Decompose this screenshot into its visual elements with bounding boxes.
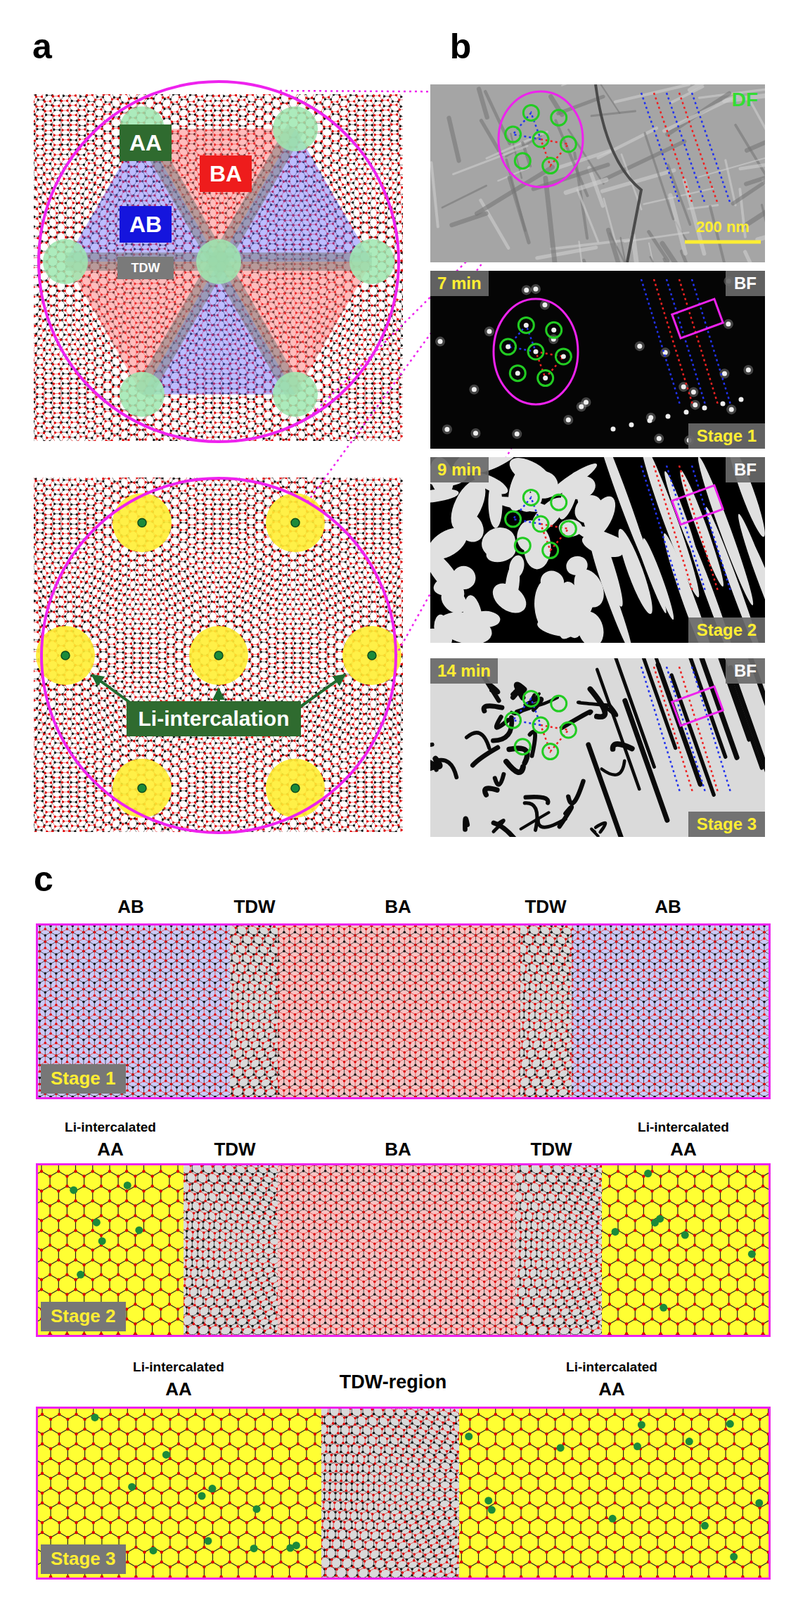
region-heading: AA <box>670 1139 697 1160</box>
stacking-region <box>601 1162 771 1337</box>
micrograph <box>430 270 765 449</box>
stacking-region <box>459 1406 771 1580</box>
panel-letter: c <box>33 859 54 899</box>
imaging-mode: BF <box>725 658 765 684</box>
region-heading: BA <box>384 1139 412 1160</box>
stacking-region <box>520 923 572 1099</box>
stacking-region <box>35 1406 322 1580</box>
micrograph-overlay <box>505 666 731 792</box>
stacking-region <box>321 1406 460 1580</box>
time-stamp: 7 min <box>430 270 489 297</box>
stage-label: Stage 1 <box>40 1063 126 1094</box>
stacking-label-box: BA <box>199 155 252 193</box>
time-stamp: 14 min <box>430 658 498 684</box>
stacking-band: Stage 3 <box>35 1406 771 1580</box>
stage-label: Stage 3 <box>688 811 765 837</box>
stacking-region <box>35 923 230 1099</box>
zoom-circle <box>41 478 396 833</box>
pointer-arrow <box>295 674 346 711</box>
imaging-mode: BF <box>725 270 765 297</box>
micrograph-overlay <box>498 91 731 204</box>
region-heading: AA <box>165 1378 192 1400</box>
region-note: Li-intercalated <box>64 1120 157 1135</box>
region-heading: AA <box>598 1378 626 1400</box>
stage-label: Stage 1 <box>688 423 765 449</box>
stacking-region <box>571 923 771 1099</box>
region-note: Li-intercalated <box>637 1120 730 1135</box>
stacking-region <box>183 1162 278 1337</box>
scale-bar <box>684 240 761 244</box>
region-heading: TDW <box>524 896 567 917</box>
imaging-mode: DF <box>731 88 758 112</box>
time-stamp: 9 min <box>430 457 489 483</box>
panel-letter: b <box>449 27 472 67</box>
micrograph-panel: 14 min BF Stage 3 <box>430 658 765 837</box>
region-heading: AB <box>654 896 682 917</box>
stacking-band: Stage 1 <box>35 923 771 1099</box>
micrograph <box>430 84 765 263</box>
stacking-band: Stage 2 <box>35 1162 771 1337</box>
intercalation-label-box: Li-intercalation <box>126 701 301 737</box>
micrograph-overlay <box>505 465 731 591</box>
intercalation-illustration <box>23 466 415 844</box>
micrograph-panel: 7 min BF Stage 1 <box>430 270 765 449</box>
region-heading: AB <box>117 896 145 917</box>
region-heading: BA <box>384 896 412 917</box>
micrograph <box>430 658 765 837</box>
panel-letter: a <box>32 27 53 67</box>
micrograph-panel: 9 min BF Stage 2 <box>430 457 765 643</box>
zoom-circle <box>38 81 399 442</box>
region-note: Li-intercalated <box>132 1359 225 1375</box>
stage-label: Stage 2 <box>688 617 765 643</box>
stacking-region <box>35 1162 184 1337</box>
box-label: AA <box>129 130 162 157</box>
stage-label: Stage 3 <box>40 1544 126 1574</box>
scale-bar-label: 200 nm <box>696 217 750 236</box>
stacking-label-box: AA <box>119 124 172 162</box>
micrograph <box>430 457 765 643</box>
micrograph-panel: DF 200 nm <box>430 84 765 263</box>
box-label: Li-intercalation <box>137 706 289 732</box>
region-heading: TDW <box>213 1139 256 1160</box>
stage-label: Stage 2 <box>40 1301 126 1331</box>
stacking-domains <box>42 106 395 417</box>
region-heading: TDW <box>233 896 275 917</box>
micrograph-overlay <box>493 279 731 405</box>
box-label: TDW <box>131 260 161 276</box>
stacking-region <box>277 923 521 1099</box>
stacking-label-box: AB <box>119 206 172 244</box>
moire-illustration <box>23 81 415 453</box>
imaging-mode: BF <box>725 457 765 483</box>
stacking-region <box>515 1162 602 1337</box>
box-label: BA <box>209 161 242 188</box>
box-label: AB <box>129 211 162 238</box>
region-note: Li-intercalated <box>566 1359 658 1375</box>
stacking-region <box>277 1162 516 1337</box>
stacking-region <box>229 923 278 1099</box>
region-heading: TDW <box>530 1139 572 1160</box>
region-heading: AA <box>97 1139 124 1160</box>
region-heading: TDW-region <box>339 1371 447 1393</box>
domain-wall-label-box: TDW <box>117 256 175 280</box>
